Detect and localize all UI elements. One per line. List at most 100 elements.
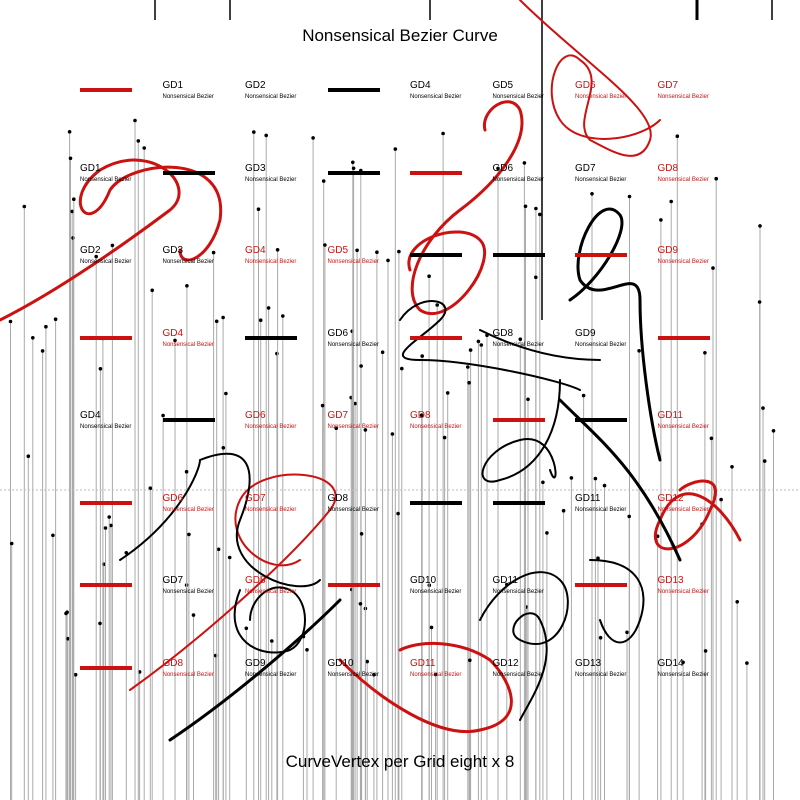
drip-dot (735, 600, 739, 604)
drip-dot (142, 146, 146, 150)
drip-dot (757, 300, 762, 304)
drip-dot (761, 406, 765, 410)
grid-cell (410, 163, 492, 223)
grid-cell (575, 245, 657, 305)
grid-label: GD1 (80, 162, 101, 174)
grid-cell (80, 658, 162, 718)
drip-dot (64, 611, 68, 616)
grid-label: GD8 (492, 327, 514, 339)
drip-dot (187, 532, 191, 537)
grid-sublabel: Nonsensical Bezier (492, 341, 544, 348)
grid-label: GD12 (492, 657, 519, 669)
grid-label: GD12 (657, 492, 684, 504)
grid-sublabel: Nonsensical Bezier (492, 671, 544, 678)
grid-label: GD5 (327, 245, 349, 256)
drip-dot (526, 397, 530, 402)
grid-label: GD6 (327, 327, 349, 339)
grid-sublabel: Nonsensical Bezier (657, 589, 709, 595)
grid-cell (492, 245, 575, 305)
drip-dot (375, 250, 379, 254)
drip-dot (442, 435, 447, 440)
drip-dot (221, 446, 226, 450)
drip-dot (534, 206, 538, 211)
drip-dot (191, 613, 196, 617)
drip-dot (8, 319, 13, 324)
drip-dot (109, 523, 113, 528)
grid-sublabel: Nonsensical Bezier (327, 259, 379, 265)
drip-dot (266, 306, 271, 310)
grid-label: GD13 (657, 575, 684, 586)
drip-dot (256, 207, 261, 211)
drip-dot (70, 209, 74, 214)
grid-cell (575, 575, 657, 635)
drip-dot (468, 658, 472, 663)
drip-dot (68, 156, 73, 161)
drip-dot (107, 515, 111, 519)
grid-sublabel: Nonsensical Bezier (245, 259, 297, 265)
grid-label: GD8 (327, 492, 349, 504)
drip-dot (593, 476, 598, 481)
drip-dot (73, 672, 78, 677)
grid-label: GD6 (162, 492, 184, 504)
drip-dot (40, 349, 45, 353)
drip-dot (372, 672, 376, 677)
drip-dot (681, 660, 685, 665)
grid-label: GD6 (492, 162, 514, 174)
drip-dot (762, 459, 767, 463)
drip-dot (31, 336, 35, 340)
grid-bar (657, 335, 710, 340)
grid-bar (245, 335, 297, 340)
grid-label: GD13 (575, 657, 602, 669)
grid-sublabel: Nonsensical Bezier (245, 506, 297, 513)
drip-dot (275, 248, 280, 252)
drip-dot (321, 179, 326, 183)
drip-dot (396, 511, 400, 516)
grid-label: GD4 (245, 245, 266, 256)
grid-label: GD8 (162, 657, 184, 669)
grid-cell (162, 163, 245, 223)
grid-cell (492, 493, 575, 553)
drip-dot (363, 428, 368, 432)
drip-dot (598, 635, 603, 640)
grid-sublabel: Nonsensical Bezier (327, 506, 379, 513)
page-title: Nonsensical Bezier Curve (302, 26, 498, 45)
grid-sublabel: Nonsensical Bezier (245, 671, 297, 678)
grid-bar (80, 500, 132, 505)
grid-cell (410, 245, 492, 305)
drip-dot (94, 254, 98, 259)
grid-sublabel: Nonsensical Bezier (410, 94, 462, 100)
grid-cell (80, 575, 162, 635)
drip-dot (72, 197, 76, 201)
grid-sublabel: Nonsensical Bezier (245, 94, 297, 100)
drip-dot (110, 243, 115, 248)
grid-sublabel: Nonsensical Bezier (162, 671, 214, 678)
drip-dot (103, 526, 108, 530)
drip-dot (709, 436, 714, 441)
drip-dot (545, 531, 549, 535)
drip-dot (44, 324, 48, 329)
grid-sublabel: Nonsensical Bezier (245, 589, 297, 595)
grid-label: GD9 (245, 657, 266, 669)
drip-dot (627, 194, 632, 199)
drip-dot (9, 541, 14, 546)
grid-sublabel: Nonsensical Bezier (657, 176, 709, 183)
black-curve-i (589, 559, 645, 644)
grid-sublabel: Nonsensical Bezier (575, 341, 627, 348)
grid-cell (410, 328, 492, 388)
